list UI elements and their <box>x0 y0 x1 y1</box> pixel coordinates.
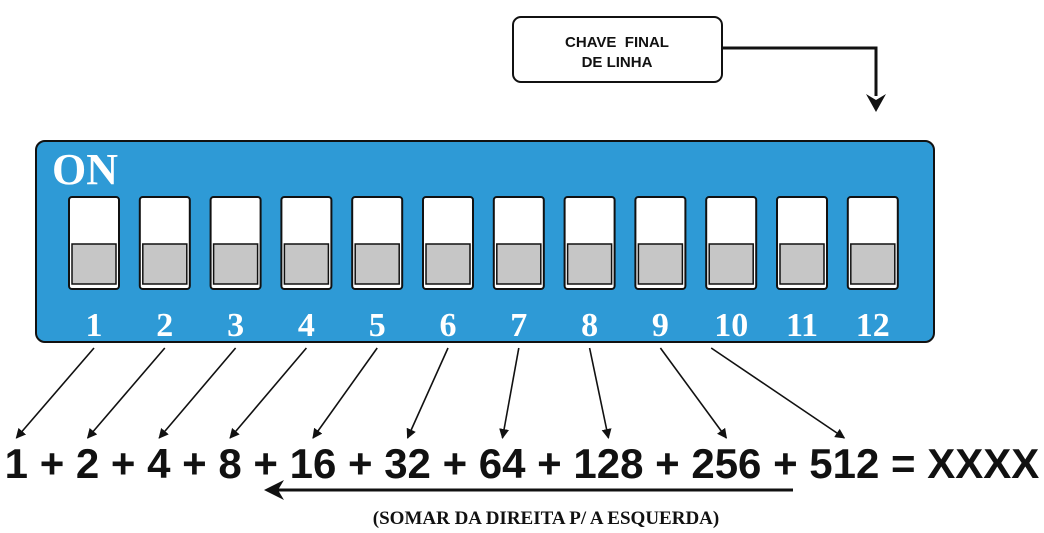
switch-actuator[interactable] <box>212 243 259 285</box>
sum-operator: + <box>28 440 76 487</box>
sum-operator: + <box>761 440 809 487</box>
sum-operator: = <box>879 440 927 487</box>
end-of-line-label-line2: DE LINHA <box>582 54 653 71</box>
leader-arrow <box>710 347 846 439</box>
dip-switch-1[interactable]: 1 <box>68 196 120 344</box>
leader-arrow <box>499 347 520 439</box>
switch-number-label: 9 <box>652 307 669 344</box>
sum-operator: + <box>431 440 479 487</box>
dip-switch-2[interactable]: 2 <box>138 196 191 344</box>
sum-operator: + <box>99 440 147 487</box>
sum-operator: + <box>526 440 574 487</box>
switch-actuator[interactable] <box>779 243 825 285</box>
dip-switch-3[interactable]: 3 <box>209 196 262 344</box>
switch-number-label: 8 <box>581 307 598 344</box>
switch-number-label: 5 <box>369 307 386 344</box>
dip-switch-10[interactable]: 10 <box>705 196 758 344</box>
switch-actuator[interactable] <box>283 243 330 285</box>
sum-operator: + <box>171 440 219 487</box>
on-label: ON <box>52 145 118 194</box>
leader-arrow <box>659 347 728 439</box>
switch-number-label: 1 <box>86 307 103 344</box>
switch-actuator[interactable] <box>566 243 613 285</box>
sum-operator: + <box>336 440 384 487</box>
switch-number-label: 11 <box>786 307 818 344</box>
leader-arrow <box>229 347 308 439</box>
sum-term: 512 <box>809 440 879 487</box>
dip-switch-7[interactable]: 7 <box>492 196 545 344</box>
switch-actuator[interactable] <box>354 243 400 285</box>
switch-actuator[interactable] <box>708 243 754 285</box>
switch-actuator[interactable] <box>496 243 542 285</box>
end-of-line-label-line1: CHAVE FINAL <box>565 34 669 51</box>
dip-switch-9[interactable]: 9 <box>634 196 687 344</box>
sum-result: XXXX <box>927 440 1039 487</box>
switch-number-label: 7 <box>510 307 527 344</box>
switch-number-label: 10 <box>714 307 748 344</box>
dip-switch-6[interactable]: 6 <box>422 196 474 344</box>
dip-switch-4[interactable]: 4 <box>280 196 333 344</box>
switch-number-label: 2 <box>156 307 173 344</box>
sum-operator: + <box>242 440 290 487</box>
leader-arrow <box>158 347 237 439</box>
direction-note: (SOMAR DA DIREITA P/ A ESQUERDA) <box>264 480 793 529</box>
sum-term: 32 <box>384 440 431 487</box>
sum-term: 128 <box>573 440 643 487</box>
switch-number-label: 6 <box>440 307 457 344</box>
switch-actuator[interactable] <box>142 243 188 285</box>
switch-number-label: 4 <box>298 307 315 344</box>
leader-arrow <box>86 347 166 439</box>
dip-switch-5[interactable]: 5 <box>351 196 404 344</box>
dip-switch-12[interactable]: 12 <box>846 196 899 344</box>
leader-arrow <box>588 347 612 439</box>
sum-term: 64 <box>479 440 526 487</box>
end-of-line-connector <box>722 46 878 96</box>
switch-actuator[interactable] <box>425 243 471 285</box>
sum-term: 8 <box>218 440 241 487</box>
sum-expression: 1 + 2 + 4 + 8 + 16 + 32 + 64 + 128 + 256… <box>5 440 1040 487</box>
switch-actuator[interactable] <box>850 243 896 285</box>
dip-switch-body <box>35 140 935 343</box>
leader-arrow <box>312 347 378 439</box>
leader-arrow <box>15 347 95 439</box>
switch-actuator[interactable] <box>637 243 684 285</box>
switch-actuator[interactable] <box>71 243 117 285</box>
direction-note-text: (SOMAR DA DIREITA P/ A ESQUERDA) <box>373 508 719 529</box>
arrow-down-icon <box>866 94 886 112</box>
sum-term: 4 <box>147 440 171 487</box>
leader-arrow <box>406 347 449 439</box>
sum-term: 1 <box>5 440 28 487</box>
switch-number-label: 12 <box>856 307 890 344</box>
sum-term: 16 <box>290 440 337 487</box>
end-of-line-callout: CHAVE FINAL DE LINHA <box>512 16 886 112</box>
dip-switch-11[interactable]: 11 <box>776 196 828 344</box>
sum-term: 256 <box>691 440 761 487</box>
sum-operator: + <box>643 440 691 487</box>
sum-term: 2 <box>76 440 99 487</box>
dip-switch-8[interactable]: 8 <box>563 196 616 344</box>
switch-number-label: 3 <box>227 307 244 344</box>
